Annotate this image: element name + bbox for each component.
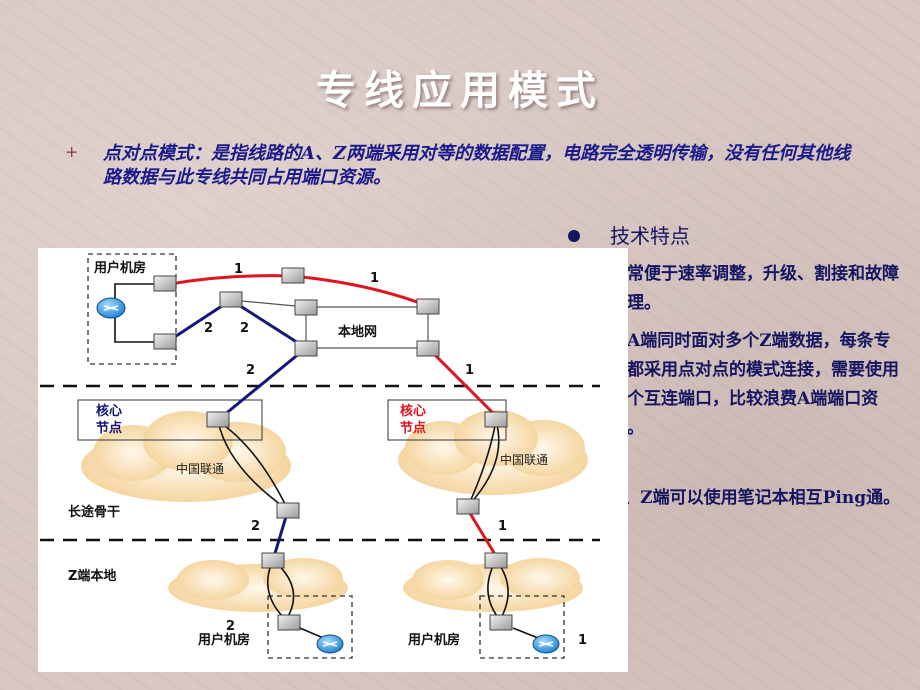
router-icon	[532, 634, 560, 654]
switch-icon	[219, 291, 243, 308]
switch-icon	[281, 267, 305, 284]
features-heading: 技术特点	[610, 224, 690, 248]
local-net-label: 本地网	[338, 324, 377, 340]
definition-bullet: + 点对点模式：是指线路的A、Z两端采用对等的数据配置，电路完全透明传输，没有任…	[65, 142, 865, 190]
feature-item: ➢ 若A端同时面对多个Z端数据，每条专线都采用点对点的模式连接，需要使用多个互连…	[568, 327, 906, 443]
bullet-mark: +	[65, 142, 79, 161]
switch-icon	[294, 340, 318, 357]
core-node-line: 节点	[400, 420, 426, 436]
cloud-right	[398, 410, 588, 495]
switch-icon	[206, 411, 230, 428]
switch-icon	[276, 502, 300, 519]
switch-icon	[456, 498, 480, 515]
line-number: 1	[370, 271, 379, 286]
switch-icon	[489, 614, 513, 631]
user-room-label: 用户机房	[93, 260, 146, 276]
network-diagram: 用户机房 本地网 核心 节点 核心 节点 中国联通 中国联通 长途骨干 Z端本地…	[38, 248, 628, 672]
feature-text: A、Z端可以使用笔记本相互Ping通。	[610, 488, 901, 508]
line-number: 2	[226, 619, 235, 634]
switch-icon	[416, 340, 440, 357]
switch-icon	[277, 614, 301, 631]
cloud-z-left	[168, 558, 348, 612]
switch-icon	[153, 333, 177, 350]
local-network-links	[230, 299, 429, 349]
line-number: 2	[251, 519, 260, 534]
cloud-label: 中国联通	[500, 452, 548, 467]
line-number: 2	[246, 363, 255, 378]
switch-icon	[294, 299, 318, 316]
feature-text: 若A端同时面对多个Z端数据，每条专线都采用点对点的模式连接，需要使用多个互连端口…	[610, 331, 899, 438]
router-icon	[96, 297, 126, 319]
feature-item: ➢ 非常便于速率调整，升级、割接和故障处理。	[568, 260, 906, 318]
feature-item: ➢ A、Z端可以使用笔记本相互Ping通。	[568, 484, 906, 513]
router-icon	[316, 634, 344, 654]
line-number: 1	[465, 363, 474, 378]
red-circuit-line	[169, 274, 498, 557]
line-number: 2	[240, 321, 249, 336]
line-number: 1	[234, 262, 243, 277]
definition-text: 点对点模式：是指线路的A、Z两端采用对等的数据配置，电路完全透明传输，没有任何其…	[103, 143, 851, 188]
cloud-z-right	[403, 558, 583, 612]
cloud-label: 中国联通	[176, 461, 224, 476]
user-room-box	[267, 595, 353, 659]
user-room-box	[479, 595, 565, 659]
line-number: 1	[498, 519, 507, 534]
user-room-label: 用户机房	[197, 632, 250, 648]
core-node-box-left	[77, 399, 263, 441]
switch-icon	[416, 298, 440, 315]
switch-icon	[484, 552, 508, 569]
switch-icon	[484, 411, 508, 428]
switch-icon	[261, 552, 285, 569]
user-room-label: 用户机房	[407, 632, 460, 648]
core-node-label: 核心 节点	[96, 403, 127, 436]
zone-label-backbone: 长途骨干	[68, 504, 120, 520]
core-node-line: 节点	[96, 420, 122, 436]
cloud-left	[81, 411, 291, 502]
core-node-label: 核心 节点	[400, 403, 431, 436]
core-node-line: 核心	[96, 403, 122, 419]
bullet-dot-icon	[568, 230, 580, 242]
switch-icon	[153, 275, 177, 292]
slide-title: 专线应用模式	[316, 67, 604, 114]
line-number: 2	[204, 321, 213, 336]
zone-label-z-local: Z端本地	[68, 568, 116, 584]
feature-text: 非常便于速率调整，升级、割接和故障处理。	[610, 264, 899, 313]
core-node-line: 核心	[400, 403, 426, 419]
line-number: 1	[578, 633, 587, 648]
